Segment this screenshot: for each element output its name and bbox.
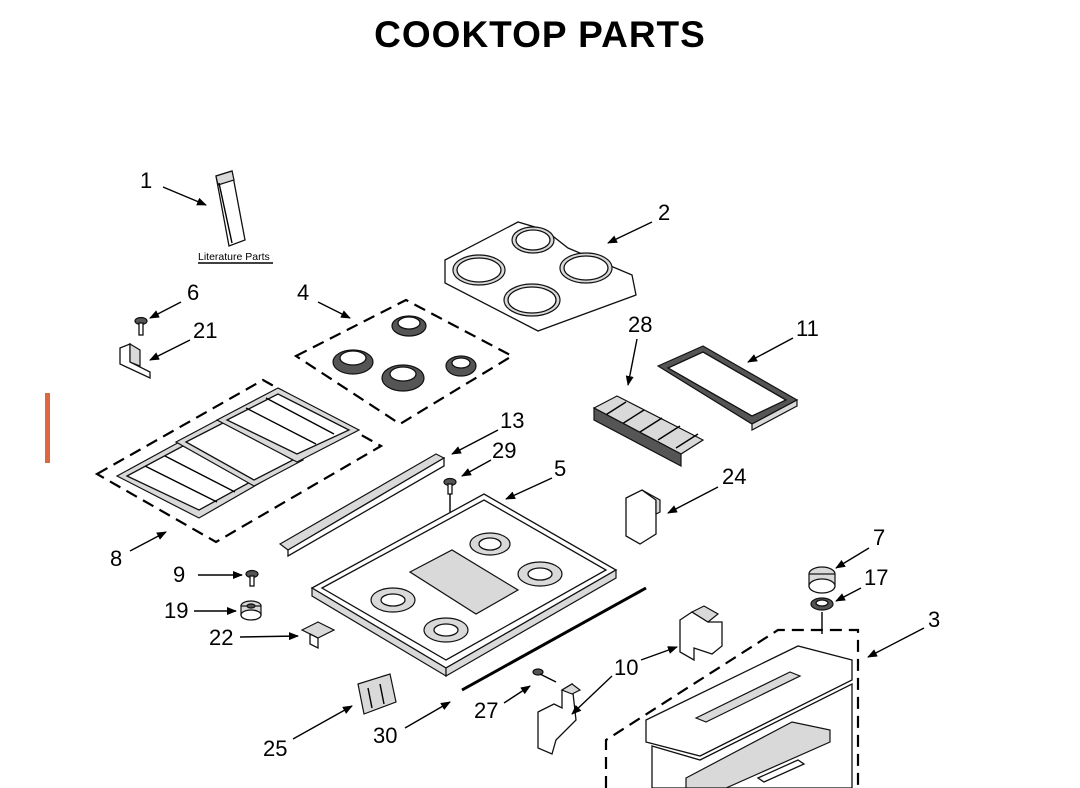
- part-6-screw[interactable]: [134, 316, 148, 336]
- literature-label: Literature Parts: [198, 251, 270, 263]
- part-19-leveling-foot[interactable]: [240, 600, 262, 621]
- callout-19: 19: [164, 598, 188, 623]
- part-8-grates[interactable]: [94, 378, 384, 544]
- callout-1: 1: [140, 168, 152, 193]
- callout-5: 5: [554, 456, 566, 481]
- part-27-bracket[interactable]: [537, 682, 582, 755]
- leader-25: [292, 705, 353, 740]
- leader-22: [239, 632, 299, 641]
- leader-8: [129, 531, 167, 552]
- part-3-control-panel[interactable]: [604, 628, 860, 788]
- leader-4: [317, 301, 351, 319]
- callout-4: 4: [297, 280, 309, 305]
- callout-25: 25: [263, 736, 287, 761]
- leader-21: [149, 339, 191, 361]
- leader-5: [505, 477, 553, 500]
- part-30-rod[interactable]: [461, 586, 647, 692]
- part-5-burner-box[interactable]: [310, 493, 618, 678]
- callout-21: 21: [193, 318, 217, 343]
- leader-17: [835, 587, 862, 602]
- callout-9: 9: [173, 562, 185, 587]
- side-accent-bar: [45, 393, 50, 463]
- part-28-griddle-grate[interactable]: [592, 395, 705, 467]
- part-9-screw[interactable]: [245, 569, 259, 587]
- callout-13: 13: [500, 408, 524, 433]
- part-7-knob[interactable]: [808, 566, 836, 594]
- part-22-clip[interactable]: [300, 621, 336, 650]
- page-title: COOKTOP PARTS: [374, 14, 706, 55]
- callout-17: 17: [864, 565, 888, 590]
- leader-10: [640, 646, 678, 661]
- part-24-bracket[interactable]: [625, 489, 661, 545]
- callout-28: 28: [628, 312, 652, 337]
- callout-7: 7: [873, 525, 885, 550]
- part-17-bezel[interactable]: [810, 597, 834, 634]
- callout-24: 24: [722, 464, 746, 489]
- callout-10: 10: [614, 655, 638, 680]
- part-13-trim-bar[interactable]: [278, 453, 446, 558]
- part-1-literature[interactable]: Literature Parts: [198, 170, 273, 264]
- leader-1: [162, 186, 207, 206]
- part-25-plate[interactable]: [357, 673, 397, 715]
- leader-7: [835, 547, 870, 569]
- callout-30: 30: [373, 723, 397, 748]
- leader-6: [149, 301, 182, 319]
- part-27-screw[interactable]: [532, 668, 557, 683]
- callout-29: 29: [492, 438, 516, 463]
- leader-29: [461, 459, 492, 477]
- part-21-bracket[interactable]: [119, 342, 151, 380]
- callout-27: 27: [474, 698, 498, 723]
- part-4-burner-set[interactable]: [293, 298, 515, 426]
- part-10-bracket[interactable]: [679, 605, 723, 662]
- callout-3: 3: [928, 607, 940, 632]
- callout-22: 22: [209, 625, 233, 650]
- leader-3: [867, 627, 925, 658]
- callout-6: 6: [187, 280, 199, 305]
- leader-28: [625, 338, 638, 386]
- callout-11: 11: [796, 316, 819, 341]
- leader-30: [404, 701, 451, 729]
- leader-13: [451, 429, 499, 455]
- leader-2: [607, 221, 653, 244]
- part-2-cooktop-glass[interactable]: [444, 221, 637, 332]
- part-11-griddle[interactable]: [656, 345, 799, 431]
- callout-2: 2: [658, 200, 670, 225]
- leader-24: [667, 486, 719, 514]
- leader-10b: [571, 675, 613, 715]
- leader-27: [503, 685, 531, 704]
- callout-8: 8: [110, 546, 122, 571]
- leader-11: [747, 337, 794, 363]
